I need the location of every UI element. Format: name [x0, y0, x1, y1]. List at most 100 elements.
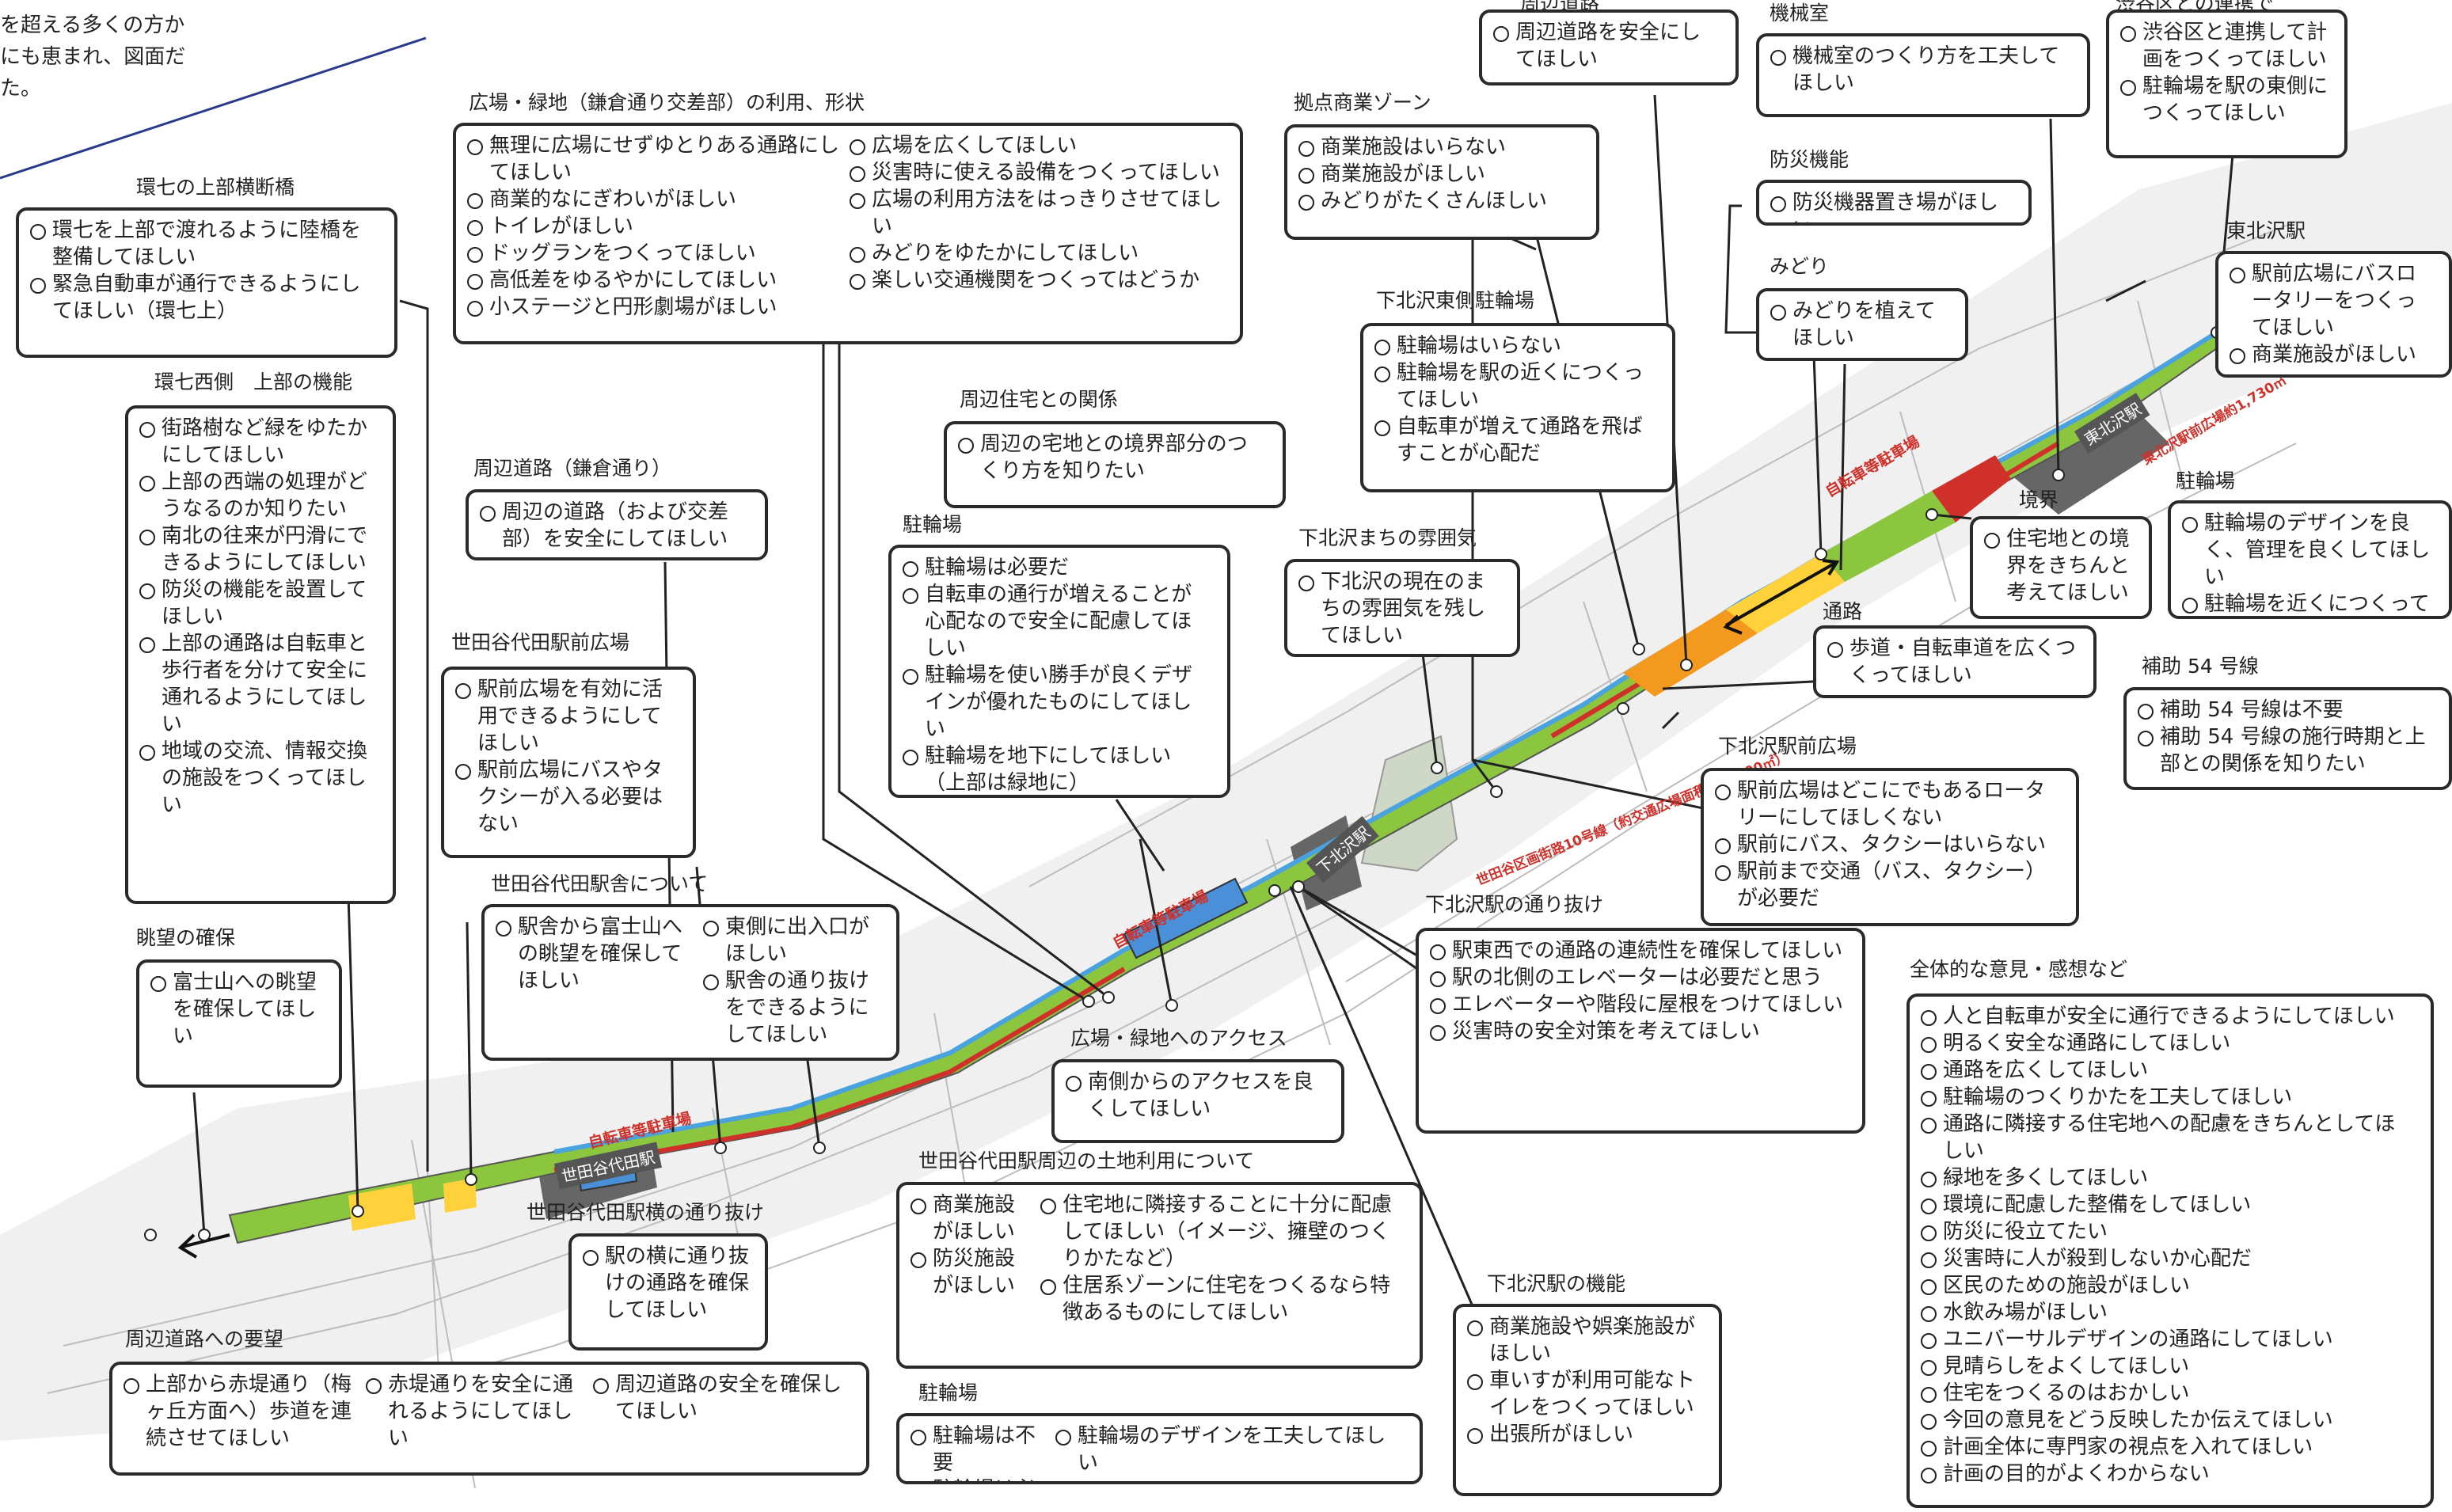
- callout-heading-setagaya-station: 世田谷代田駅舎について: [491, 872, 709, 895]
- callout-heading-kan7-west: 環七西側 上部の機能: [154, 370, 353, 393]
- opinion-item: 上部の通路は自転車と歩行者を分けて安全に通れるようにしてほしい: [138, 630, 377, 738]
- callout-heading-landuse: 世田谷代田駅周辺の土地利用について: [918, 1149, 1255, 1172]
- opinion-item: 自転車の通行が増えることが心配なので安全に配慮してほしい: [901, 581, 1211, 662]
- callout-heading-boundary: 境界: [2019, 488, 2059, 511]
- callout-box-kamakura-road: 周辺の道路（および交差部）を安全にしてほしい: [466, 489, 768, 560]
- opinion-item: 環境に配慮した整備をしてほしい: [1919, 1191, 2415, 1218]
- callout-box-disaster: 防災機器置き場がほしい: [1756, 180, 2032, 226]
- callout-column: 周辺道路の安全を確保してほしい: [591, 1371, 856, 1425]
- callout-column: 上部から赤堤通り（梅ヶ丘方面へ）歩道を連続させてほしい: [122, 1371, 364, 1452]
- opinion-item: 周辺道路の安全を確保してほしい: [591, 1371, 850, 1425]
- callout-box-top-road: 周辺道路を安全にしてほしい: [1479, 9, 1739, 85]
- opinion-item: 駅前広場はどこにでもあるロータリーにしてほしくない: [1713, 777, 2060, 831]
- callout-column: みどりを植えてほしい: [1769, 298, 1956, 351]
- callout-heading-bike-parking-2: 駐輪場: [918, 1381, 979, 1404]
- opinion-item: 車いすが利用可能なトイレをつくってほしい: [1465, 1367, 1703, 1421]
- opinion-item: 東側に出入口がほしい: [701, 914, 880, 967]
- opinion-item: 周辺道路を安全にしてほしい: [1492, 19, 1720, 73]
- callout-heading-plaza-kamakura: 広場・緑地（鎌倉通り交差部）の利用、形状: [469, 91, 865, 114]
- callout-heading-atmosphere: 下北沢まちの雰囲気: [1298, 526, 1477, 549]
- opinion-item: 高低差をゆるやかにしてほしい: [466, 267, 842, 294]
- opinion-item: 商業施設がほしい: [1297, 161, 1580, 188]
- opinion-item: 人と自転車が安全に通行できるようにしてほしい: [1919, 1003, 2415, 1030]
- callout-box-bike-parking-1: 駐輪場は必要だ自転車の通行が増えることが心配なので安全に配慮してほしい駐輪場を使…: [888, 545, 1230, 798]
- callout-box-plaza-access: 南側からのアクセスを良くしてほしい: [1051, 1059, 1344, 1143]
- callout-box-bike-parking-3: 駐輪場のデザインを良く、管理を良くしてほしい駐輪場を近くにつくってほしい: [2168, 500, 2452, 619]
- callout-box-kan7-west: 街路樹など緑をゆたかにしてほしい上部の西端の処理がどうなるのか知りたい南北の往来…: [125, 405, 396, 904]
- callout-column: 防災機器置き場がほしい: [1769, 189, 2019, 222]
- intro-line: にも恵まれ、図面だ: [0, 45, 186, 69]
- callout-box-setagaya-plaza: 駅前広場を有効に活用できるようにしてほしい駅前広場にバスやタクシーが入る必要はな…: [441, 667, 696, 858]
- callout-heading-housing: 周辺住宅との関係: [960, 388, 1118, 411]
- callout-column: 周辺道路を安全にしてほしい: [1492, 19, 1726, 73]
- opinion-item: 防災に役立てたい: [1919, 1218, 2415, 1245]
- opinion-item: 明るく安全な通路にしてほしい: [1919, 1030, 2415, 1057]
- opinion-item: 駐輪場のデザインを良く、管理を良くしてほしい: [2180, 510, 2433, 591]
- opinion-item: 防災機器置き場がほしい: [1769, 189, 2013, 222]
- callout-column: 下北沢の現在のまちの雰囲気を残してほしい: [1297, 568, 1507, 649]
- callout-box-green: みどりを植えてほしい: [1756, 288, 1968, 361]
- callout-column: 赤堤通りを安全に通れるようにしてほしい: [364, 1371, 591, 1452]
- opinion-item: 商業施設や娯楽施設がほしい: [1465, 1313, 1703, 1367]
- callout-box-route54: 補助 54 号線は不要補助 54 号線の施行時期と上部との関係を知りたい: [2123, 687, 2452, 790]
- opinion-item: 災害時に人が殺到しないか心配だ: [1919, 1245, 2415, 1272]
- callout-heading-bike-parking-1: 駐輪場: [903, 513, 963, 536]
- callout-column: 周辺の宅地との境界部分のつくり方を知りたい: [956, 431, 1273, 484]
- opinion-item: 地域の交流、情報交換の施設をつくってほしい: [138, 738, 377, 819]
- opinion-item: 駅前まで交通（バス、タクシー）が必要だ: [1713, 858, 2060, 912]
- callout-box-higashi-station: 駅前広場にバスロータリーをつくってほしい商業施設がほしい: [2215, 251, 2452, 378]
- opinion-item: 駐輪場を駅の東側につくってほしい: [2119, 73, 2328, 127]
- opinion-item: 無理に広場にせずゆとりある通路にしてほしい: [466, 132, 842, 186]
- opinion-item: 見晴らしをよくしてほしい: [1919, 1353, 2415, 1380]
- opinion-item: 駅前広場にバスロータリーをつくってほしい: [2228, 260, 2433, 341]
- opinion-item: 駐輪場は必要: [909, 1476, 1047, 1481]
- callout-column: 駐輪場は必要だ自転車の通行が増えることが心配なので安全に配慮してほしい駐輪場を使…: [901, 554, 1218, 795]
- opinion-item: 災害時に使える設備をつくってほしい: [848, 159, 1224, 186]
- callout-column: 南側からのアクセスを良くしてほしい: [1064, 1069, 1332, 1123]
- callout-box-bike-parking-2: 駐輪場は不要駐輪場は必要駐輪場のデザインを工夫してほしい: [896, 1413, 1423, 1484]
- opinion-item: 駐輪場のデザインを工夫してほしい: [1054, 1423, 1403, 1476]
- callout-column: 駅舎から富士山への眺望を確保してほしい: [494, 914, 701, 994]
- opinion-item: 富士山への眺望を確保してほしい: [149, 969, 323, 1050]
- callout-heading-passage-walk: 通路: [1823, 600, 1863, 623]
- callout-column: 機械室のつくり方を工夫してほしい: [1769, 43, 2078, 97]
- callout-box-setagaya-station: 駅舎から富士山への眺望を確保してほしい東側に出入口がほしい駅舎の通り抜けをできる…: [481, 904, 899, 1061]
- opinion-item: 商業施設がほしい: [2228, 341, 2433, 368]
- callout-column: 商業施設や娯楽施設がほしい車いすが利用可能なトイレをつくってほしい出張所がほしい: [1465, 1313, 1709, 1448]
- intro-text: を超える多くの方か にも恵まれ、図面だ た。: [0, 9, 185, 104]
- callout-heading-east-bike: 下北沢東側駐輪場: [1376, 289, 1535, 312]
- callout-heading-view: 眺望の確保: [136, 926, 236, 949]
- callout-column: 広場を広くしてほしい災害時に使える設備をつくってほしい広場の利用方法をはっきりさ…: [848, 132, 1230, 294]
- opinion-item: 街路樹など緑をゆたかにしてほしい: [138, 415, 377, 469]
- callout-box-kan7-crossing: 環七を上部で渡れるように陸橋を整備してほしい緊急自動車が通行できるようにしてほし…: [16, 207, 397, 358]
- callout-column: 駅東西での通路の連続性を確保してほしい駅の北側のエレベーターは必要だと思うエレベ…: [1428, 937, 1853, 1045]
- opinion-item: 駅の北側のエレベーターは必要だと思う: [1428, 964, 1846, 991]
- callout-heading-route54: 補助 54 号線: [2142, 655, 2259, 678]
- opinion-item: 周辺の道路（および交差部）を安全にしてほしい: [478, 499, 749, 553]
- opinion-item: 出張所がほしい: [1465, 1421, 1703, 1448]
- callout-column: 歩道・自転車道を広くつくってほしい: [1826, 635, 2084, 689]
- callout-heading-overall: 全体的な意見・感想など: [1910, 958, 2128, 981]
- intro-line: た。: [0, 77, 42, 101]
- opinion-item: 緑地を多くしてほしい: [1919, 1164, 2415, 1191]
- callout-heading-higashi-station: 東北沢駅: [2226, 219, 2306, 242]
- east-station-block: [2011, 404, 2169, 515]
- opinion-item: 防災施設がほしい: [909, 1245, 1032, 1299]
- callout-column: 補助 54 号線は不要補助 54 号線の施行時期と上部との関係を知りたい: [2136, 697, 2439, 777]
- callout-column: 駐輪場はいらない駐輪場を駅の近くにつくってほしい自転車が増えて通路を飛ばすことが…: [1373, 332, 1663, 467]
- callout-box-surrounding-road-req: 上部から赤堤通り（梅ヶ丘方面へ）歩道を連続させてほしい赤堤通りを安全に通れるよう…: [109, 1362, 869, 1476]
- callout-box-view: 富士山への眺望を確保してほしい: [136, 959, 342, 1088]
- callout-column: 富士山への眺望を確保してほしい: [149, 969, 329, 1050]
- callout-heading-surrounding-road-req: 周辺道路への要望: [125, 1328, 284, 1351]
- opinion-item: 周辺の宅地との境界部分のつくり方を知りたい: [956, 431, 1267, 484]
- opinion-item: みどりをゆたかにしてほしい: [848, 240, 1224, 267]
- opinion-item: 南側からのアクセスを良くしてほしい: [1064, 1069, 1325, 1123]
- callout-column: 駅の横に通り抜けの通路を確保してほしい: [581, 1243, 755, 1324]
- opinion-item: 駅前広場にバスやタクシーが入る必要はない: [454, 757, 677, 838]
- callout-box-commercial-zone: 商業施設はいらない商業施設がほしいみどりがたくさんほしい: [1284, 124, 1599, 240]
- divider-line: [0, 36, 427, 180]
- opinion-item: 駐輪場を使い勝手が良くデザインが優れたものにしてほしい: [901, 662, 1211, 743]
- callout-box-overall: 人と自転車が安全に通行できるようにしてほしい明るく安全な通路にしてほしい通路を広…: [1906, 993, 2434, 1508]
- callout-box-shibuya: 渋谷区と連携して計画をつくってほしい駐輪場を駅の東側につくってほしい: [2106, 9, 2347, 158]
- opinion-item: 駐輪場はいらない: [1373, 332, 1656, 359]
